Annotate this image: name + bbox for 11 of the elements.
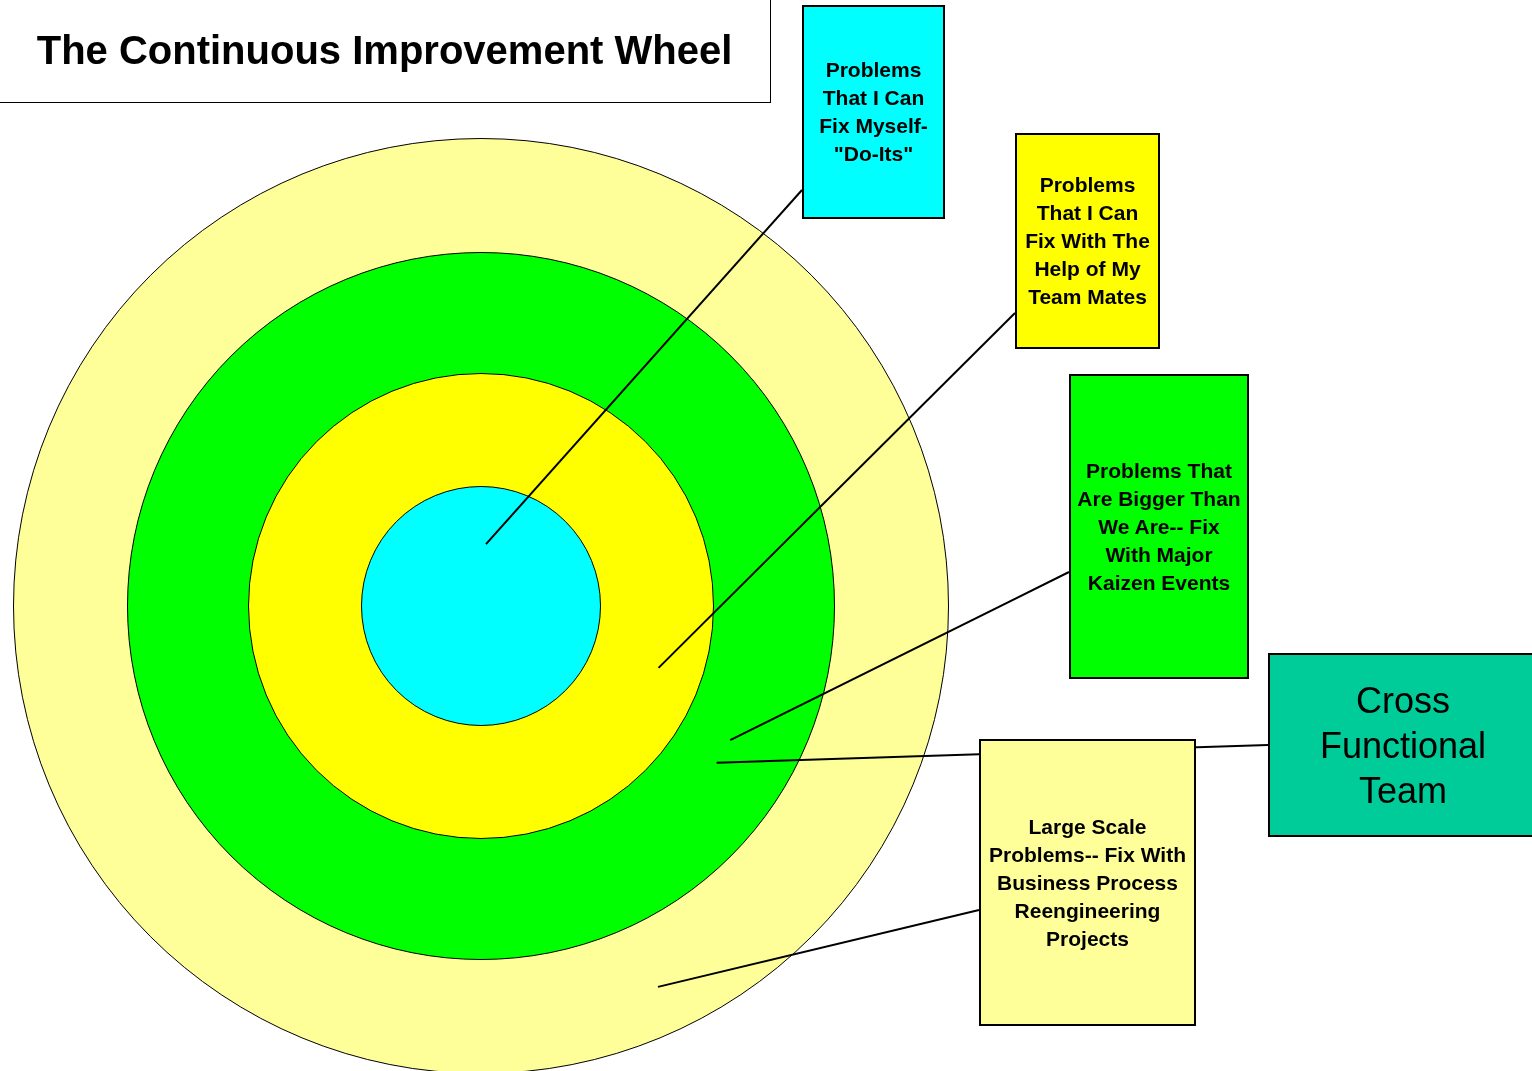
leader-line [729, 571, 1070, 742]
label-box: Large Scale Problems-- Fix With Business Process Reengineering Projects [979, 739, 1196, 1026]
leader-line [657, 312, 1016, 669]
leader-line [485, 189, 803, 546]
leader-line [657, 909, 980, 988]
label-box: Problems That Are Bigger Than We Are-- Fix With Major Kaizen Events [1069, 374, 1249, 679]
label-box: Problems That I Can Fix Myself- "Do-Its" [802, 5, 945, 219]
label-box: Cross Functional Team [1268, 653, 1532, 837]
title: The Continuous Improvement Wheel [0, 0, 771, 103]
leader-line [715, 744, 1269, 764]
label-box: Problems That I Can Fix With The Help of My Team Mates [1015, 133, 1160, 349]
